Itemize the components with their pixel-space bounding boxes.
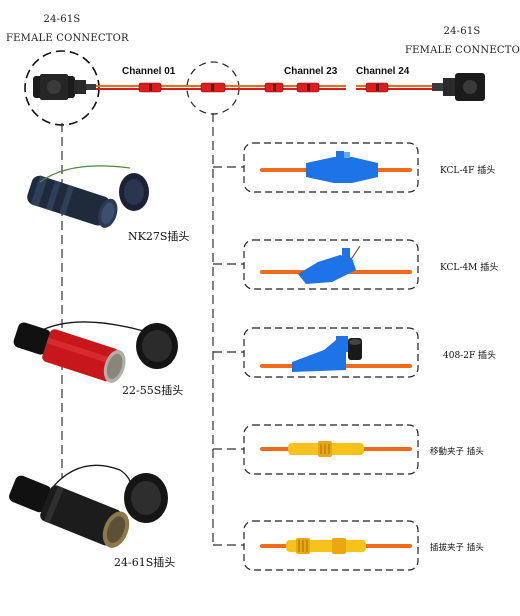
plug-label-22-55s: 22-55S插头 — [122, 384, 184, 397]
fitting-box-3 — [243, 327, 419, 378]
channel-01-label: Channel 01 — [122, 66, 176, 77]
fitting-label-kcl-4m: KCL-4M 插头 — [440, 263, 499, 273]
nk27s-plug-icon — [27, 165, 149, 228]
plug-clip-fitting-icon — [260, 538, 412, 554]
plug-label-nk27s: NK27S插头 — [128, 230, 190, 243]
fitting-box-5 — [243, 520, 419, 571]
fitting-box-1 — [243, 142, 419, 193]
left-connector-title: 24-61S FEMALE CONNECTOR — [6, 10, 129, 48]
kcl-4f-fitting-icon — [260, 151, 412, 183]
fitting-label-moving-clip: 移動夹子 插头 — [430, 447, 484, 457]
right-female-connector-icon — [432, 73, 485, 101]
moving-clip-fitting-icon — [260, 441, 412, 457]
left-connector-type: FEMALE CONNECTOR — [6, 33, 129, 44]
right-connector-type: FEMALE CONNECTOR — [405, 45, 520, 56]
channel-23-label: Channel 23 — [284, 66, 338, 77]
fitting-label-408-2f: 408-2F 插头 — [443, 351, 497, 361]
fitting-label-plug-clip: 插拔夹子 插头 — [430, 543, 484, 553]
fitting-label-kcl-4f: KCL-4F 插头 — [440, 166, 496, 176]
left-female-connector-icon — [33, 74, 96, 100]
channel-24-label: Channel 24 — [356, 66, 410, 77]
right-connector-model: 24-61S — [443, 26, 481, 37]
top-cable — [33, 73, 485, 101]
dashed-leader-lines — [61, 113, 244, 546]
right-connector-title: 24-61S FEMALE CONNECTOR — [405, 22, 520, 60]
408-2f-fitting-icon — [260, 336, 412, 372]
kcl-4m-fitting-icon — [260, 245, 412, 284]
inline-holder-icons — [138, 82, 389, 93]
left-connector-model: 24-61S — [43, 14, 81, 25]
fitting-box-2 — [243, 239, 419, 290]
24-61s-plug-icon — [9, 464, 168, 548]
fitting-box-4 — [243, 424, 419, 475]
plug-label-24-61s: 24-61S插头 — [114, 556, 176, 569]
22-55s-plug-icon — [13, 321, 178, 383]
